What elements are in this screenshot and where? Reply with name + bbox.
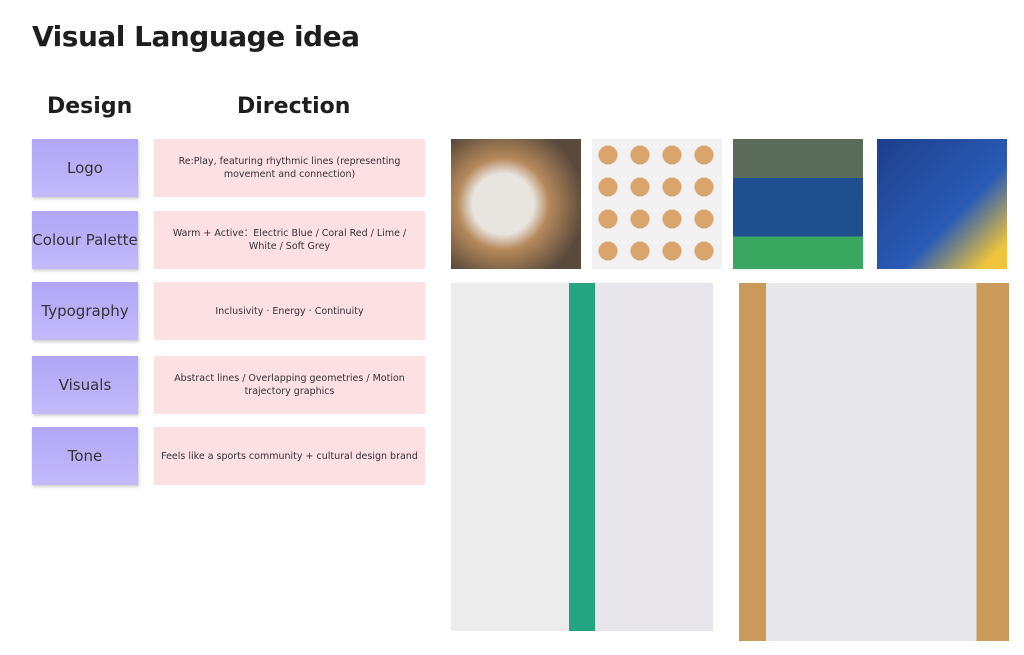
- design-column-header: Design: [47, 94, 133, 119]
- photo-sticker-sheet[interactable]: [592, 139, 722, 269]
- design-note-typography[interactable]: Typography: [32, 282, 138, 340]
- photo-blue-bag-court[interactable]: [733, 139, 863, 269]
- photo-blue-bag-patches[interactable]: [877, 139, 1007, 269]
- direction-note-logo[interactable]: Re:Play, featuring rhythmic lines (repre…: [154, 139, 425, 197]
- design-note-tone[interactable]: Tone: [32, 427, 138, 485]
- direction-note-typography[interactable]: Inclusivity · Energy · Continuity: [154, 282, 425, 340]
- direction-note-colour-palette[interactable]: Warm + Active：Electric Blue / Coral Red …: [154, 211, 425, 269]
- design-note-colour-palette[interactable]: Colour Palette: [32, 211, 138, 269]
- direction-note-visuals[interactable]: Abstract lines / Overlapping geometries …: [154, 356, 425, 414]
- design-note-visuals[interactable]: Visuals: [32, 356, 138, 414]
- photo-white-backpack-bench[interactable]: [739, 283, 1009, 641]
- direction-column-header: Direction: [237, 94, 351, 119]
- photo-shoes-backpack[interactable]: [451, 283, 713, 631]
- photo-sticker-pile[interactable]: [451, 139, 581, 269]
- design-note-logo[interactable]: Logo: [32, 139, 138, 197]
- page-title: Visual Language idea: [32, 20, 360, 53]
- direction-note-tone[interactable]: Feels like a sports community + cultural…: [154, 427, 425, 485]
